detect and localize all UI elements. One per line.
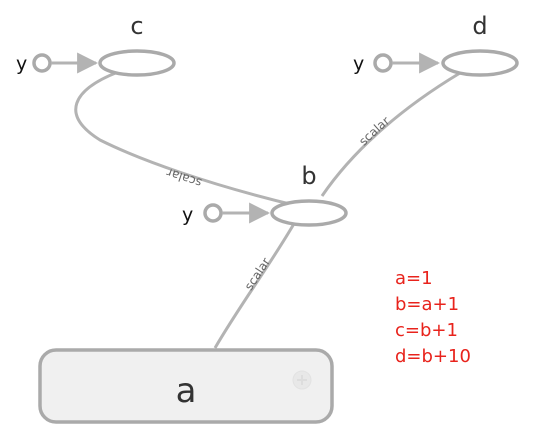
edge-b-d[interactable] [320,71,461,197]
node-a[interactable] [38,348,334,424]
expand-icon[interactable] [292,370,312,390]
input-c[interactable] [32,52,99,74]
edge-label-b-d: scalar [356,114,392,149]
input-label-d: y [353,53,364,75]
note-line: c=b+1 [395,320,458,341]
node-d[interactable] [441,49,519,77]
note-line: d=b+10 [395,346,471,367]
input-label-c: y [16,53,27,75]
edge-b-c[interactable] [74,70,299,208]
input-b[interactable] [203,202,271,224]
edge-label-b-c: scalar [165,165,204,190]
note-line: a=1 [395,268,433,289]
edge-label-a-b: scalar [242,255,273,293]
node-label-a: a [176,371,197,411]
equation-notes: a=1 b=a+1 c=b+1 d=b+10 [395,266,471,370]
node-label-c: c [130,12,143,40]
node-c[interactable] [98,49,176,77]
node-label-b: b [301,162,316,190]
input-d[interactable] [373,52,441,74]
edge-a-b[interactable] [213,221,297,349]
input-label-b: y [182,204,193,226]
node-b[interactable] [270,199,348,227]
note-line: b=a+1 [395,294,460,315]
node-label-d: d [472,12,487,40]
